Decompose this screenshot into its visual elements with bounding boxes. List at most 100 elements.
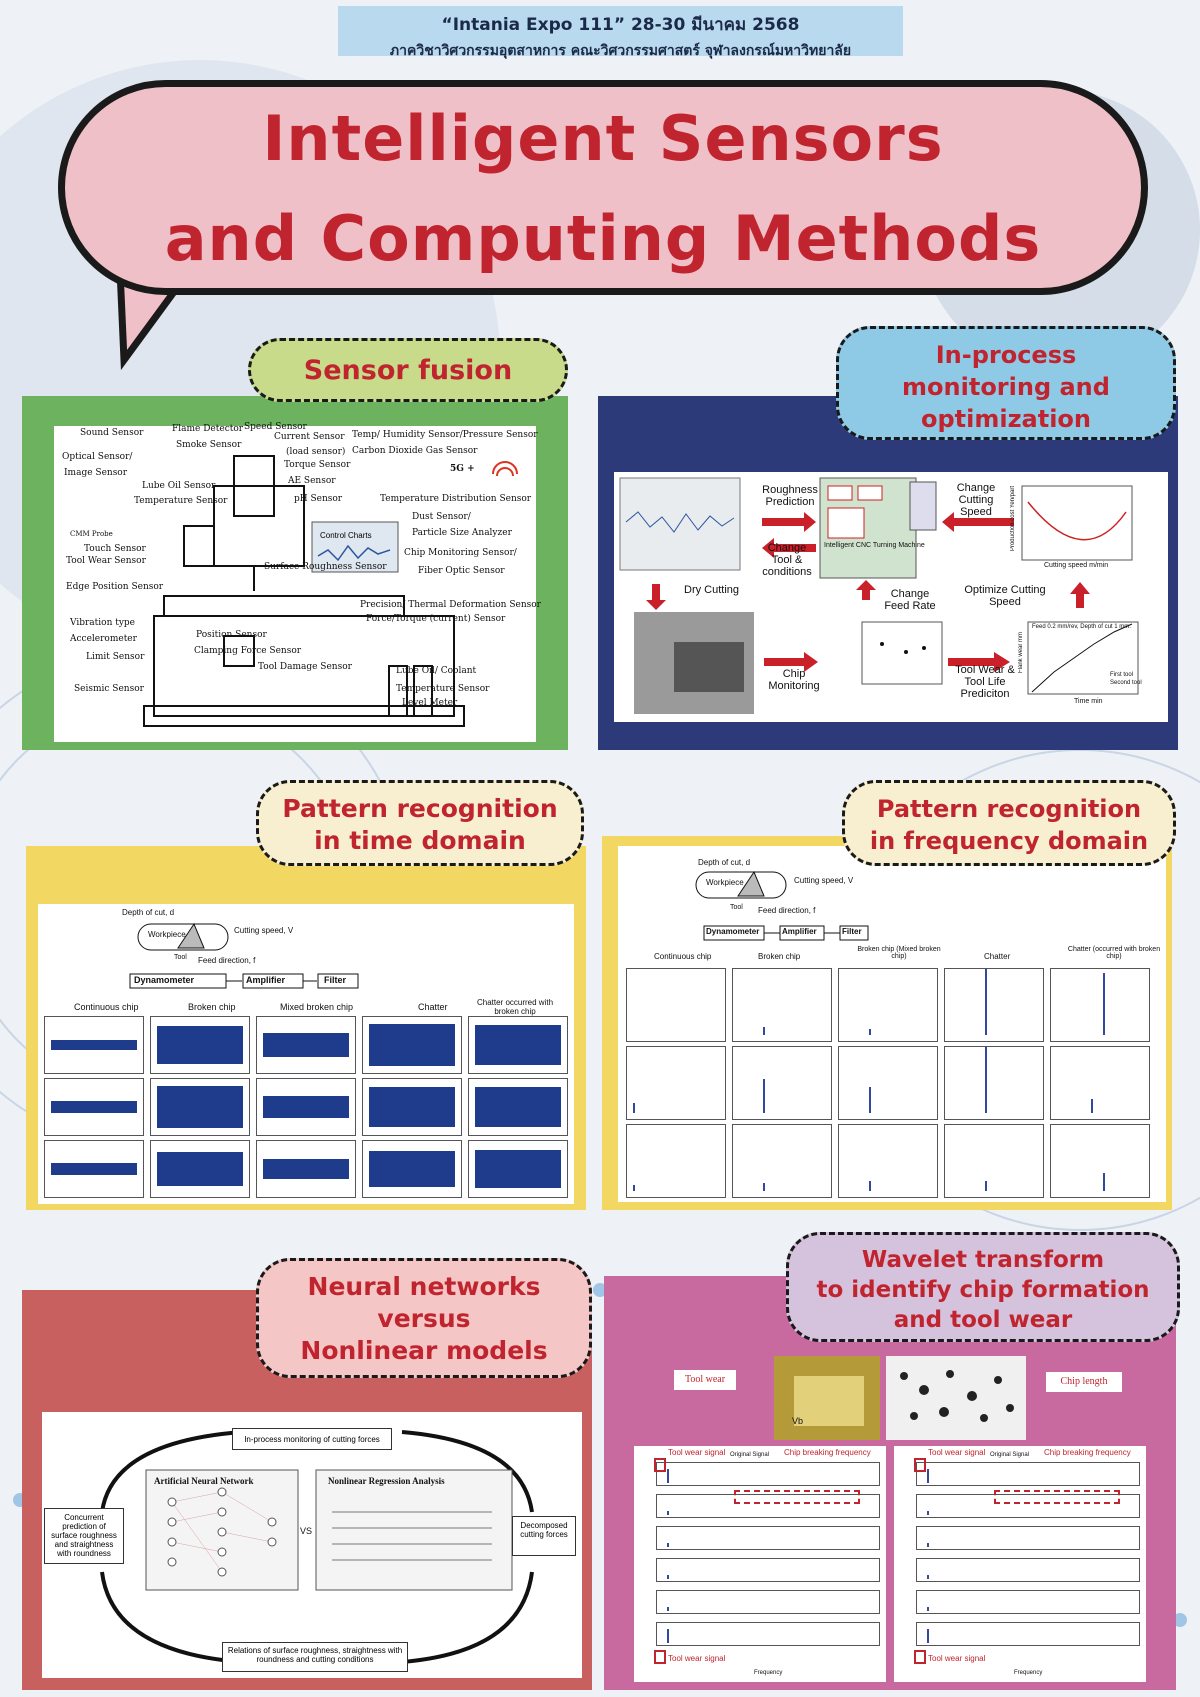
sf-label-23: Surface Roughness Sensor (264, 562, 387, 572)
wavelet-spike (667, 1607, 669, 1611)
sf-label-31: Clamping Force Sensor (194, 646, 302, 656)
sf-label-33: Tool Damage Sensor (258, 662, 352, 672)
fd-setup-filter: Filter (842, 927, 862, 936)
sf-label-22: Tool Wear Sensor (66, 556, 146, 566)
event-line-1: “Intania Expo 111” 28-30 มีนาคม 2568 (441, 15, 800, 35)
td-col-2: Broken chip (188, 1002, 236, 1012)
spectrum-peak (763, 1183, 765, 1191)
neural-top-box: In-process monitoring of cutting forces (232, 1428, 392, 1450)
time-domain-bubble: Pattern recognition in time domain (256, 780, 584, 866)
neural-heading-3: Nonlinear models (300, 1336, 548, 1365)
wavelet-heading-3: and tool wear (893, 1307, 1073, 1333)
time-signal-trace (475, 1025, 561, 1065)
td-col-3: Mixed broken chip (280, 1002, 354, 1012)
ip-label-feed-rate: Change Feed Rate (884, 588, 936, 612)
wavelet-spike (667, 1629, 669, 1643)
time-signal-trace (369, 1151, 455, 1187)
sf-label-21: Chip Monitoring Sensor/ (404, 548, 517, 558)
wavelet-spike (667, 1469, 669, 1483)
sf-label-19: CMM Probe (70, 530, 113, 538)
freq-domain-heading-1: Pattern recognition (876, 795, 1142, 823)
spectrum-peak (1103, 973, 1105, 1035)
wavelet-tool-wear-label: Tool wear (674, 1370, 736, 1390)
neural-right-box: Decomposed cutting forces (512, 1516, 576, 1556)
wavelet-detail-plot (656, 1494, 880, 1518)
control-charts-label: Control Charts (320, 531, 372, 540)
frequency-spectrum-plot (626, 968, 726, 1042)
wavelet-detail-plot (656, 1558, 880, 1582)
ip-label-second-tool: Second tool (1110, 680, 1142, 686)
time-signal-plot (468, 1140, 568, 1198)
wavelet-spike (667, 1543, 669, 1547)
wavelet-spike (927, 1629, 929, 1643)
time-signal-plot (256, 1078, 356, 1136)
spectrum-peak (763, 1027, 765, 1035)
sf-label-9: Image Sensor (64, 468, 128, 478)
sf-label-14: pH Sensor (294, 494, 343, 504)
wavelet-left-tool-wear-signal-top: Tool wear signal (668, 1448, 726, 1457)
time-setup-graphic (129, 922, 359, 989)
td-col-4: Chatter (418, 1002, 448, 1012)
freq-domain-heading-2: in frequency domain (869, 827, 1149, 855)
inprocess-panel: Roughness Prediction Change Tool & condi… (598, 396, 1178, 750)
wavelet-signal-right: Tool wear signal Original Signal Chip br… (894, 1446, 1146, 1682)
fd-col-2: Broken chip (758, 952, 801, 961)
sf-label-36: Temperature Sensor (396, 684, 490, 694)
time-signal-trace (475, 1087, 561, 1127)
inprocess-heading-2: monitoring and (902, 373, 1110, 401)
td-setup-tool: Tool (174, 954, 187, 961)
sf-label-26: Precision/ Thermal Deformation Sensor (360, 600, 541, 610)
wavelet-spike (927, 1575, 929, 1579)
sf-label-12: 5G + (450, 464, 475, 474)
time-signal-trace (369, 1087, 455, 1127)
neural-vs-label: VS (300, 1526, 313, 1536)
ip-label-cnc: Intelligent CNC Turning Machine (824, 542, 925, 549)
td-setup-feed: Feed direction, f (198, 956, 256, 965)
wavelet-spike (927, 1469, 929, 1483)
time-signal-trace (157, 1026, 243, 1064)
spectrum-peak (763, 1079, 765, 1113)
inprocess-bubble: In-process monitoring and optimization (836, 326, 1176, 440)
neural-heading-1: Neural networks (307, 1272, 541, 1301)
ip-label-first-tool: First tool (1110, 672, 1134, 678)
frequency-spectrum-plot (944, 968, 1044, 1042)
frequency-spectrum-plot (626, 1124, 726, 1198)
time-domain-figure: Depth of cut, d Workpiece Cutting speed,… (38, 904, 574, 1204)
sf-label-16: Temperature Distribution Sensor (380, 494, 532, 504)
wavelet-spike (927, 1543, 929, 1547)
sf-label-11: AE Sensor (288, 476, 336, 486)
wavelet-detail-plot (656, 1462, 880, 1486)
ip-label-change-speed: Change Cutting Speed (956, 482, 996, 518)
sensor-fusion-panel: Control Charts Sound Sensor Flame Detect… (22, 396, 568, 750)
frequency-spectrum-plot (1050, 1046, 1150, 1120)
frequency-spectrum-plot (1050, 968, 1150, 1042)
time-signal-plot (150, 1016, 250, 1074)
sf-label-35: Seismic Sensor (74, 684, 144, 694)
time-domain-heading-2: in time domain (314, 826, 526, 855)
time-signal-plot (44, 1140, 144, 1198)
td-col-5: Chatter occurred with broken chip (476, 998, 554, 1016)
inprocess-heading-1: In-process (935, 341, 1077, 369)
sf-label-17: Dust Sensor/ (412, 512, 471, 522)
fd-setup-dyn: Dynamometer (706, 927, 760, 936)
time-signal-trace (263, 1096, 349, 1118)
td-setup-speed: Cutting speed, V (234, 926, 294, 935)
ip-label-dry-cutting: Dry Cutting (684, 584, 740, 596)
wavelet-left-tool-wear-signal-bottom: Tool wear signal (668, 1654, 726, 1663)
td-setup-dyn: Dynamometer (134, 975, 195, 985)
neural-nra-label: Nonlinear Regression Analysis (328, 1476, 445, 1486)
fd-setup-amp: Amplifier (782, 927, 817, 936)
ip-label-flank: Flank wear mm (1018, 632, 1024, 674)
spectrum-peak (869, 1029, 871, 1035)
fd-setup-speed: Cutting speed, V (794, 876, 854, 885)
spectrum-peak (985, 1047, 987, 1113)
sf-label-5: Smoke Sensor (176, 440, 242, 450)
frequency-spectrum-plot (944, 1046, 1044, 1120)
ip-label-feed: Feed 0.2 mm/rev, Depth of cut 1 mm. (1032, 624, 1131, 630)
frequency-spectrum-plot (838, 1124, 938, 1198)
title-line-1: Intelligent Sensors (262, 102, 944, 175)
sf-label-18: Particle Size Analyzer (412, 528, 512, 538)
sf-label-4: Temp/ Humidity Sensor/Pressure Sensor (352, 430, 538, 440)
freq-setup-graphic (695, 870, 869, 941)
neural-bottom-box: Relations of surface roughness, straight… (222, 1642, 408, 1672)
